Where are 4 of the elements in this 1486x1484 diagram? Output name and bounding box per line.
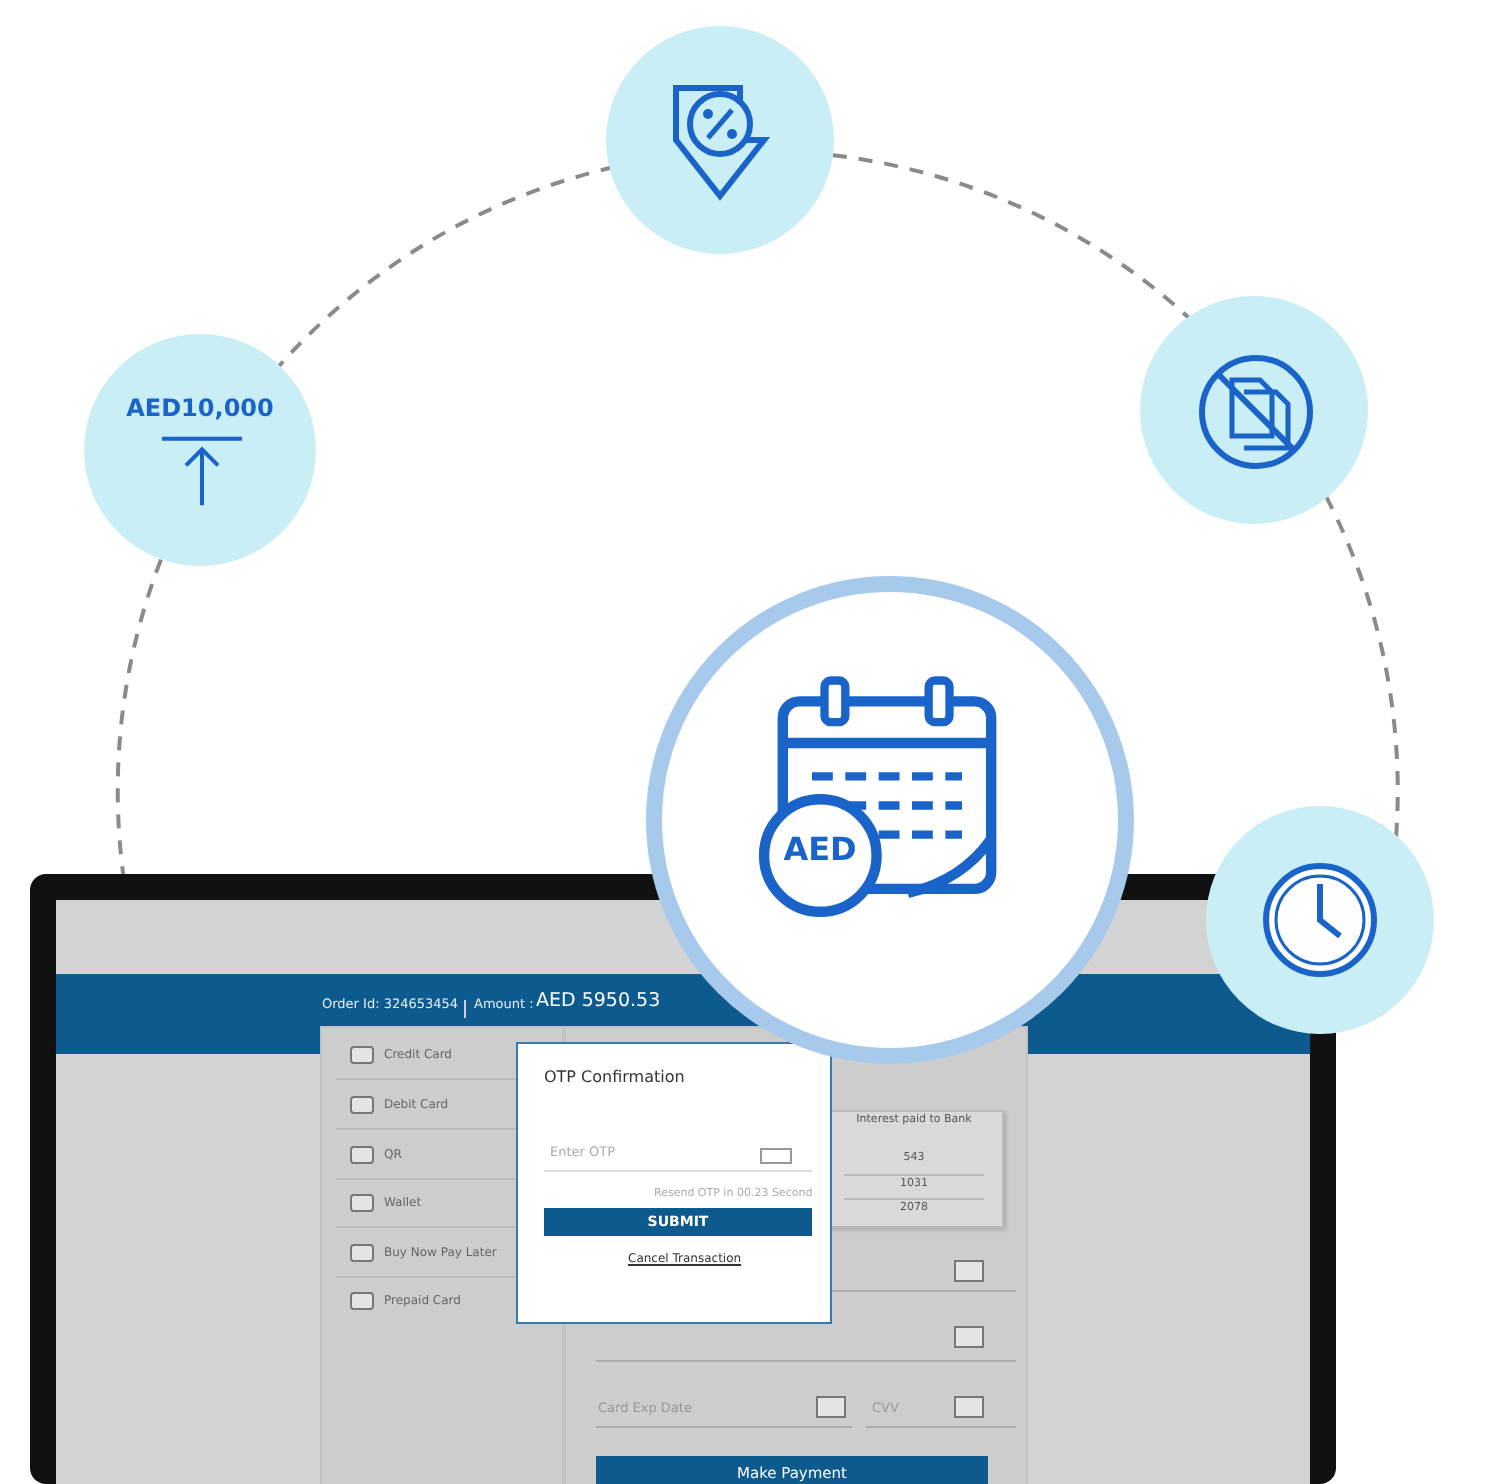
currency-text: AED xyxy=(781,832,859,868)
dialog-title: OTP Confirmation xyxy=(544,1068,685,1086)
amount-text: AED10,000 xyxy=(124,394,276,422)
amount-value: AED 5950.53 xyxy=(536,990,661,1012)
